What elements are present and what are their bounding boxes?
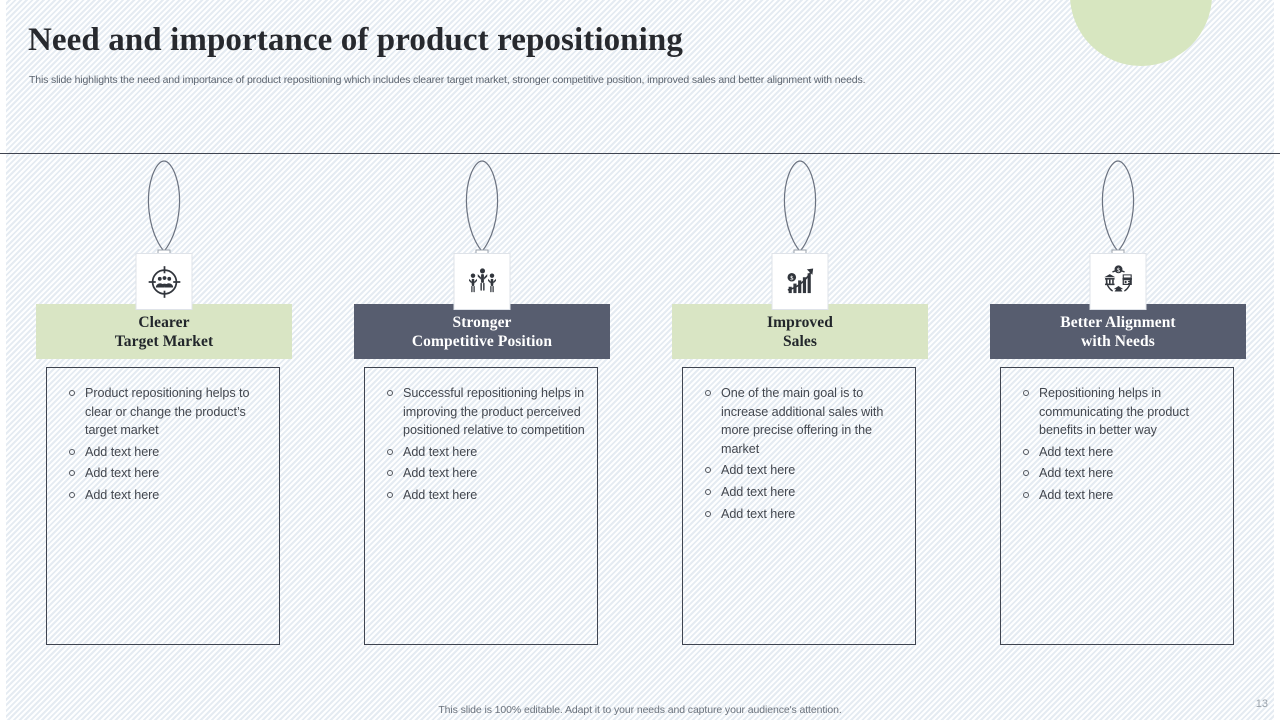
card-bullet-list: Product repositioning helps to clear or … (46, 367, 280, 645)
list-item: Add text here (1017, 464, 1223, 483)
page-number: 13 (1255, 698, 1268, 710)
bullet-text[interactable]: Add text here (721, 484, 796, 499)
card-bullet-list: Repositioning helps in communicating the… (1000, 367, 1234, 645)
svg-text:$: $ (790, 274, 793, 281)
bullet-marker-icon (69, 448, 75, 455)
cheering-people-icon (453, 253, 511, 310)
list-item: Add text here (63, 443, 269, 462)
card-title-line1: Better Alignment (1060, 313, 1176, 331)
card-title-line2: with Needs (1081, 332, 1155, 350)
card-title-band: Stronger Competitive Position (354, 304, 610, 359)
card-title-line2: Sales (782, 332, 818, 350)
card-title-band: Improved Sales (672, 304, 928, 359)
bullet-marker-icon (387, 470, 393, 477)
bullet-marker-icon (69, 491, 75, 498)
bullet-text: One of the main goal is to increase addi… (721, 386, 884, 456)
target-audience-icon (135, 253, 193, 310)
bullet-marker-icon (705, 467, 711, 474)
bullet-marker-icon (705, 510, 711, 517)
bullet-text[interactable]: Add text here (85, 466, 160, 481)
card-title-band: Clearer Target Market (36, 304, 292, 359)
right-edge-margin (1274, 0, 1280, 720)
bullet-text[interactable]: Add text here (721, 506, 796, 521)
list-item: Add text here (381, 486, 587, 505)
bullet-marker-icon (705, 390, 711, 396)
sales-growth-chart-icon: $ (771, 253, 829, 310)
list-item: Repositioning helps in communicating the… (1017, 384, 1223, 440)
money-cycle-icon: $ (1089, 253, 1147, 310)
list-item: Add text here (699, 483, 905, 502)
bullet-text: Product repositioning helps to clear or … (85, 386, 250, 438)
bullet-marker-icon (1023, 491, 1029, 498)
list-item: Add text here (1017, 443, 1223, 462)
list-item: Add text here (63, 464, 269, 483)
bullet-text[interactable]: Add text here (85, 487, 160, 502)
bullet-marker-icon (1023, 470, 1029, 477)
bullet-marker-icon (69, 470, 75, 477)
bullet-marker-icon (1023, 448, 1029, 455)
bullet-marker-icon (387, 448, 393, 455)
page-subtitle: This slide highlights the need and impor… (29, 74, 866, 86)
card-title-line1: Stronger (452, 313, 512, 331)
list-item: One of the main goal is to increase addi… (699, 384, 905, 458)
bullet-marker-icon (1023, 390, 1029, 396)
card-bullet-list: One of the main goal is to increase addi… (682, 367, 916, 645)
bullet-text[interactable]: Add text here (403, 466, 478, 481)
list-item: Product repositioning helps to clear or … (63, 384, 269, 440)
card-title-line1: Clearer (138, 313, 190, 331)
decorative-green-blob (1070, 0, 1212, 66)
list-item: Add text here (381, 464, 587, 483)
bullet-marker-icon (705, 488, 711, 495)
left-edge-margin (0, 0, 6, 720)
bullet-text[interactable]: Add text here (1039, 466, 1114, 481)
bullet-text[interactable]: Add text here (1039, 444, 1114, 459)
card-bullet-list: Successful repositioning helps in improv… (364, 367, 598, 645)
bullet-text[interactable]: Add text here (721, 463, 796, 478)
list-item: Add text here (699, 505, 905, 524)
bullet-marker-icon (387, 491, 393, 498)
list-item: Add text here (63, 486, 269, 505)
list-item: Add text here (699, 461, 905, 480)
card-title-line1: Improved (767, 313, 833, 331)
svg-text:$: $ (1117, 266, 1120, 273)
list-item: Add text here (381, 443, 587, 462)
header-divider (0, 153, 1280, 154)
page-title: Need and importance of product repositio… (28, 22, 683, 58)
list-item: Add text here (1017, 486, 1223, 505)
cards-container: Clearer Target Market Product reposition… (0, 153, 1280, 653)
bullet-text: Successful repositioning helps in improv… (403, 386, 585, 438)
bullet-text[interactable]: Add text here (85, 444, 160, 459)
card-title-band: Better Alignment with Needs (990, 304, 1246, 359)
footer-note: This slide is 100% editable. Adapt it to… (438, 704, 842, 716)
bullet-marker-icon (69, 390, 75, 396)
list-item: Successful repositioning helps in improv… (381, 384, 587, 440)
bullet-text: Repositioning helps in communicating the… (1039, 386, 1189, 438)
bullet-text[interactable]: Add text here (403, 487, 478, 502)
card-title-line2: Target Market (114, 332, 214, 350)
bullet-text[interactable]: Add text here (1039, 487, 1114, 502)
card-title-line2: Competitive Position (411, 332, 553, 350)
bullet-text[interactable]: Add text here (403, 444, 478, 459)
bullet-marker-icon (387, 390, 393, 396)
